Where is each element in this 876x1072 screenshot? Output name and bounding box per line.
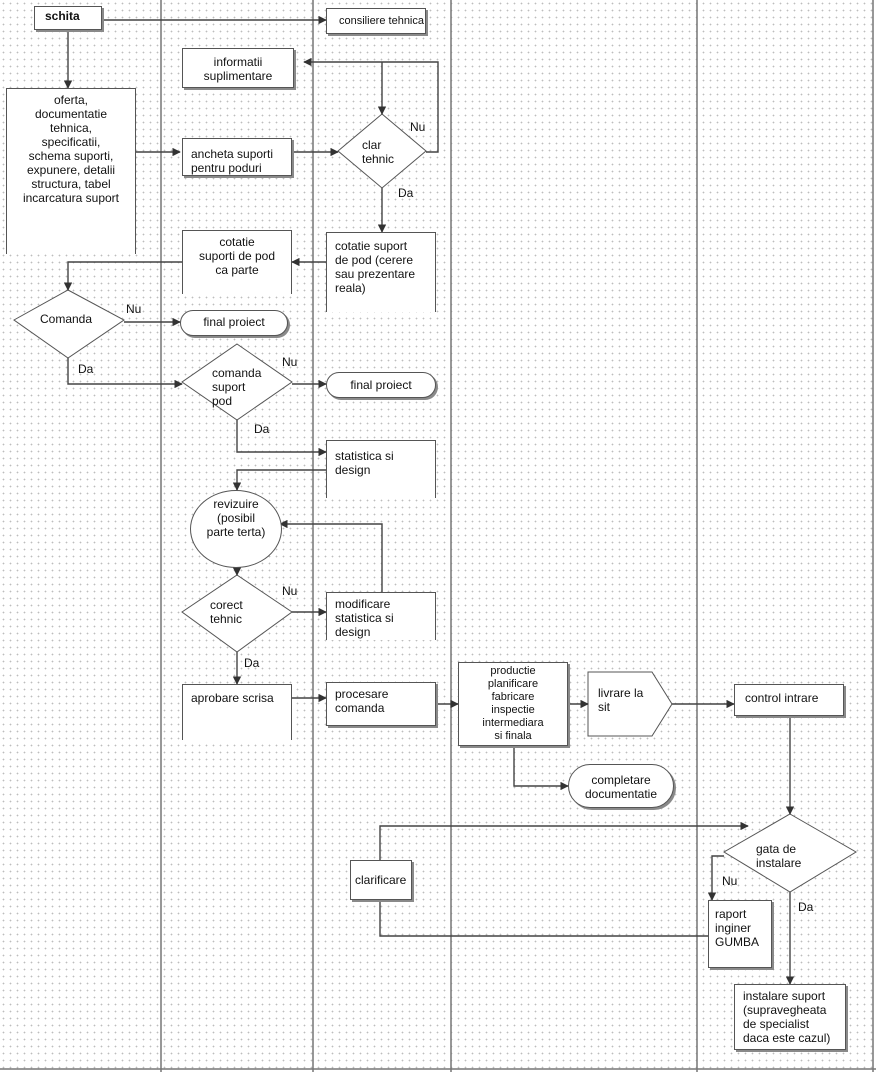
da-corect-label: Da xyxy=(244,656,260,670)
comanda-suport-label: comanda suport pod xyxy=(212,366,262,408)
informatii-node: informatii suplimentare xyxy=(182,48,294,88)
completare-terminal: completare documentatie xyxy=(568,764,674,808)
corect-tehnic-label: corect tehnic xyxy=(210,598,243,626)
da-gata-label: Da xyxy=(798,900,814,914)
livrare-label: livrare la sit xyxy=(598,686,644,714)
nu-corect-label: Nu xyxy=(282,584,298,598)
instalare-node: instalare suport (supravegheata de speci… xyxy=(734,984,846,1050)
cotatie-parte-document: cotatie suporti de pod ca parte xyxy=(182,230,292,294)
final-proiect-2-terminal: final proiect xyxy=(326,372,436,398)
clar-tehnic-label: clar tehnic xyxy=(362,138,395,166)
comanda-decision-label: Comanda xyxy=(40,312,93,326)
final-proiect-1-terminal: final proiect xyxy=(180,310,288,336)
procesare-node: procesare comanda xyxy=(326,682,436,726)
revizuire-circle: revizuire (posibil parte terta) xyxy=(190,490,282,568)
modificare-document: modificare statistica si design xyxy=(326,592,436,640)
aprobare-document: aprobare scrisa xyxy=(182,684,292,740)
cotatie-suport-document: cotatie suport de pod (cerere sau prezen… xyxy=(326,232,436,312)
consiliere-node: consiliere tehnica xyxy=(326,8,426,34)
da-comanda-label: Da xyxy=(78,362,94,376)
raport-node: raport inginer GUMBA xyxy=(708,900,772,968)
connector-lines xyxy=(63,15,795,985)
ancheta-node: ancheta suporti pentru poduri xyxy=(182,138,292,176)
da-clar-label: Da xyxy=(398,186,414,200)
diamond-shapes xyxy=(13,113,857,893)
oferta-document: oferta, documentatie tehnica, specificat… xyxy=(6,88,136,254)
livrare-shape xyxy=(587,671,673,737)
nu-comanda-label: Nu xyxy=(126,302,142,316)
nu-clar-label: Nu xyxy=(410,120,426,134)
gata-instalare-label: gata de instalare xyxy=(756,842,802,870)
control-intrare-node: control intrare xyxy=(734,684,844,716)
schita-node: schita xyxy=(34,6,102,30)
nu-suport-label: Nu xyxy=(282,355,298,369)
da-suport-label: Da xyxy=(254,422,270,436)
nu-gata-label: Nu xyxy=(722,874,738,888)
statistica-document: statistica si design xyxy=(326,440,436,498)
productie-node: productie planificare fabricare inspecti… xyxy=(458,662,568,746)
clarificare-node: clarificare xyxy=(350,860,412,900)
